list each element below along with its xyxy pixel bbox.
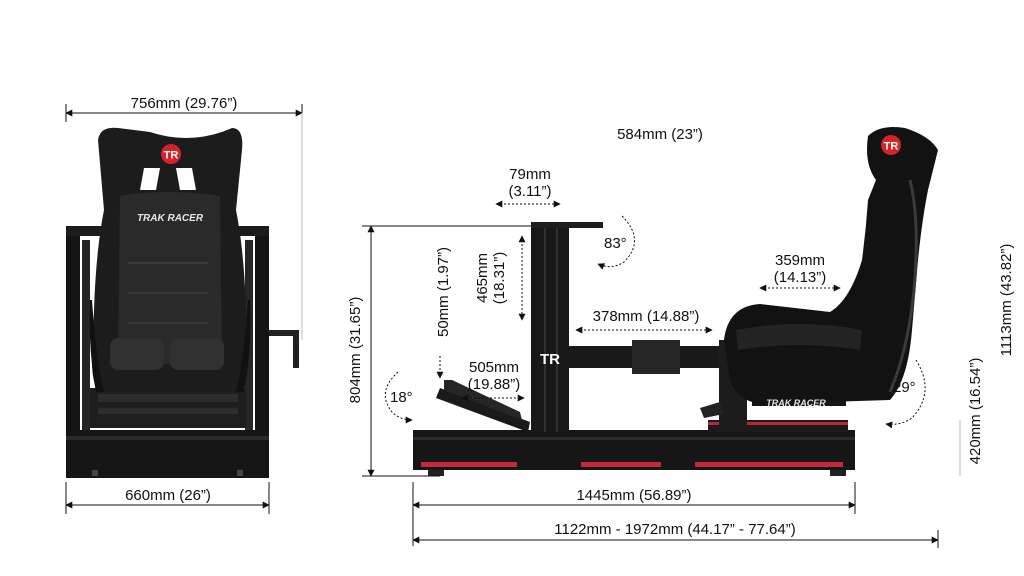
front-bottom-width-label: 660mm (26”) bbox=[125, 487, 211, 504]
base-length-label: 1445mm (56.89”) bbox=[576, 487, 692, 504]
front-height-label: 804mm (31.65”) bbox=[347, 296, 364, 404]
front-brand-badge: TR bbox=[161, 144, 181, 164]
wheel-angle-label: 83° bbox=[604, 235, 627, 252]
front-badge-text: TR bbox=[164, 150, 179, 162]
upright-height-label: 465mm (18.31”) bbox=[474, 251, 508, 305]
front-view-seat bbox=[89, 127, 251, 392]
side-badge-text: TR bbox=[884, 141, 899, 153]
side-seat-logo: TRAK RACER bbox=[766, 398, 826, 408]
seat-depth-label: 359mm (14.13”) bbox=[773, 252, 827, 286]
pedal-riser-label: 50mm (1.97”) bbox=[435, 246, 452, 338]
side-view-seat bbox=[724, 127, 938, 404]
side-dimension-lines bbox=[362, 200, 961, 548]
front-seat-logo: TRAK RACER bbox=[137, 213, 204, 224]
wheel-plate-depth-label: 79mm (3.11”) bbox=[508, 166, 552, 200]
pedal-angle-label: 18° bbox=[390, 389, 413, 406]
arm-length-label: 378mm (14.88”) bbox=[592, 308, 700, 325]
overall-height-label: 1113mm (43.82”) bbox=[998, 243, 1015, 357]
recline-angle-label: 29° bbox=[893, 379, 916, 396]
front-top-width-label: 756mm (29.76”) bbox=[130, 95, 238, 112]
seat-height-label: 420mm (16.54”) bbox=[967, 357, 984, 465]
upright-logo: TR bbox=[540, 351, 560, 368]
seat-width-label: 584mm (23”) bbox=[617, 126, 703, 143]
front-view-rig bbox=[66, 226, 299, 478]
front-dimension-lines bbox=[65, 104, 303, 514]
side-brand-badge: TR bbox=[881, 135, 901, 155]
pedal-depth-label: 505mm (19.88”) bbox=[467, 359, 521, 393]
total-length-label: 1122mm - 1972mm (44.17” - 77.64”) bbox=[554, 521, 796, 538]
